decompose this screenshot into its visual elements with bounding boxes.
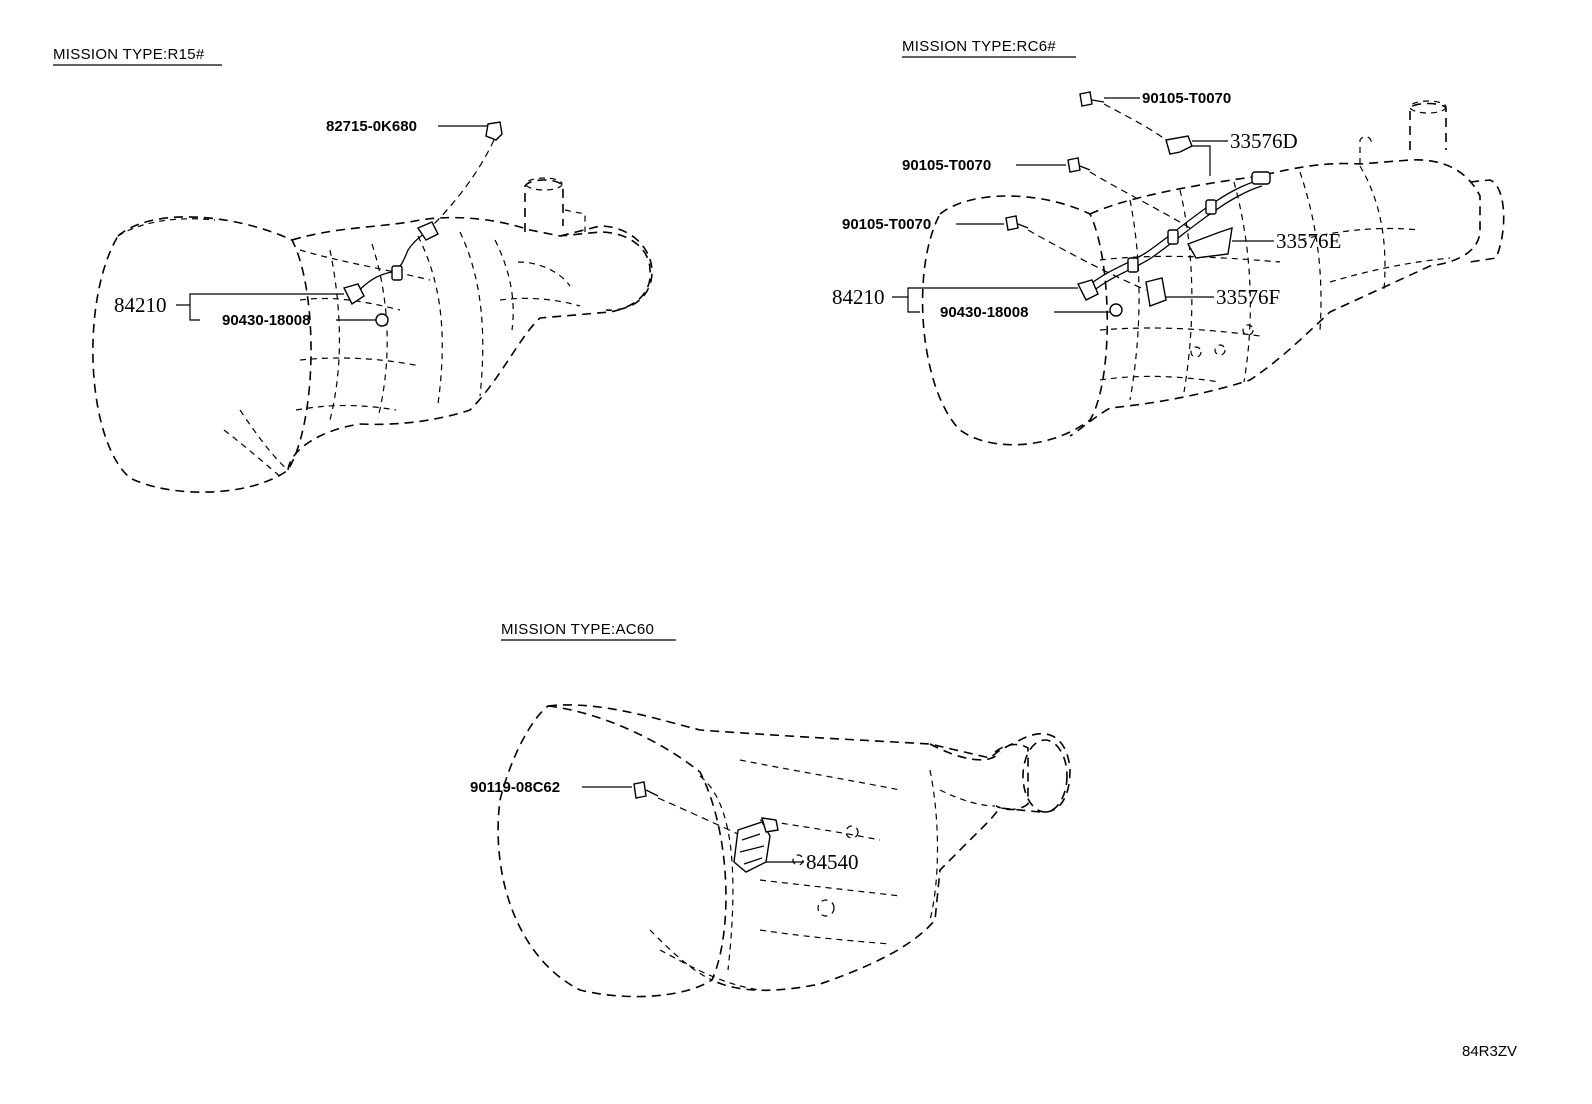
label-33576d: 33576D — [1230, 129, 1298, 153]
label-90105-t0070-top: 90105-T0070 — [1142, 90, 1231, 107]
diagram-code: 84R3ZV — [1462, 1043, 1517, 1060]
bolts-rc6 — [1005, 91, 1105, 231]
label-33576f: 33576F — [1216, 285, 1280, 309]
speed-sensor-ac60 — [733, 817, 779, 873]
section-title-ac60: MISSION TYPE:AC60 — [501, 621, 654, 638]
section-rc6: MISSION TYPE:RC6# — [832, 38, 1505, 446]
bracket-33576e — [1186, 226, 1233, 259]
section-r15: MISSION TYPE:R15# — [53, 46, 653, 493]
o-ring-r15 — [375, 313, 389, 327]
bracket-33576f — [1145, 277, 1167, 307]
label-90430-18008-r15: 90430-18008 — [222, 312, 310, 329]
label-90119-08c62: 90119-08C62 — [470, 779, 560, 796]
label-84210-rc6: 84210 — [832, 285, 885, 309]
speed-sensor-rc6 — [1076, 171, 1271, 301]
transmission-r15-drawing — [92, 177, 653, 493]
label-90105-t0070-lower: 90105-T0070 — [842, 216, 931, 233]
label-84210-r15: 84210 — [114, 293, 167, 317]
bolt-90119-08c62 — [633, 781, 659, 799]
speed-sensor-r15 — [342, 221, 439, 306]
wire-clamp-r15 — [485, 121, 503, 141]
section-title-rc6: MISSION TYPE:RC6# — [902, 38, 1056, 55]
label-33576e: 33576E — [1276, 229, 1341, 253]
o-ring-rc6 — [1109, 303, 1123, 317]
section-title-r15: MISSION TYPE:R15# — [53, 46, 205, 63]
label-90430-18008-rc6: 90430-18008 — [940, 304, 1028, 321]
transmission-rc6-drawing — [921, 100, 1505, 446]
label-84540: 84540 — [806, 850, 859, 874]
label-90105-t0070-middle: 90105-T0070 — [902, 157, 991, 174]
label-82715-0k680: 82715-0K680 — [326, 118, 417, 135]
transmission-ac60-drawing — [497, 704, 1071, 998]
bracket-33576d — [1165, 135, 1193, 155]
section-ac60: MISSION TYPE:AC60 — [470, 621, 1071, 998]
